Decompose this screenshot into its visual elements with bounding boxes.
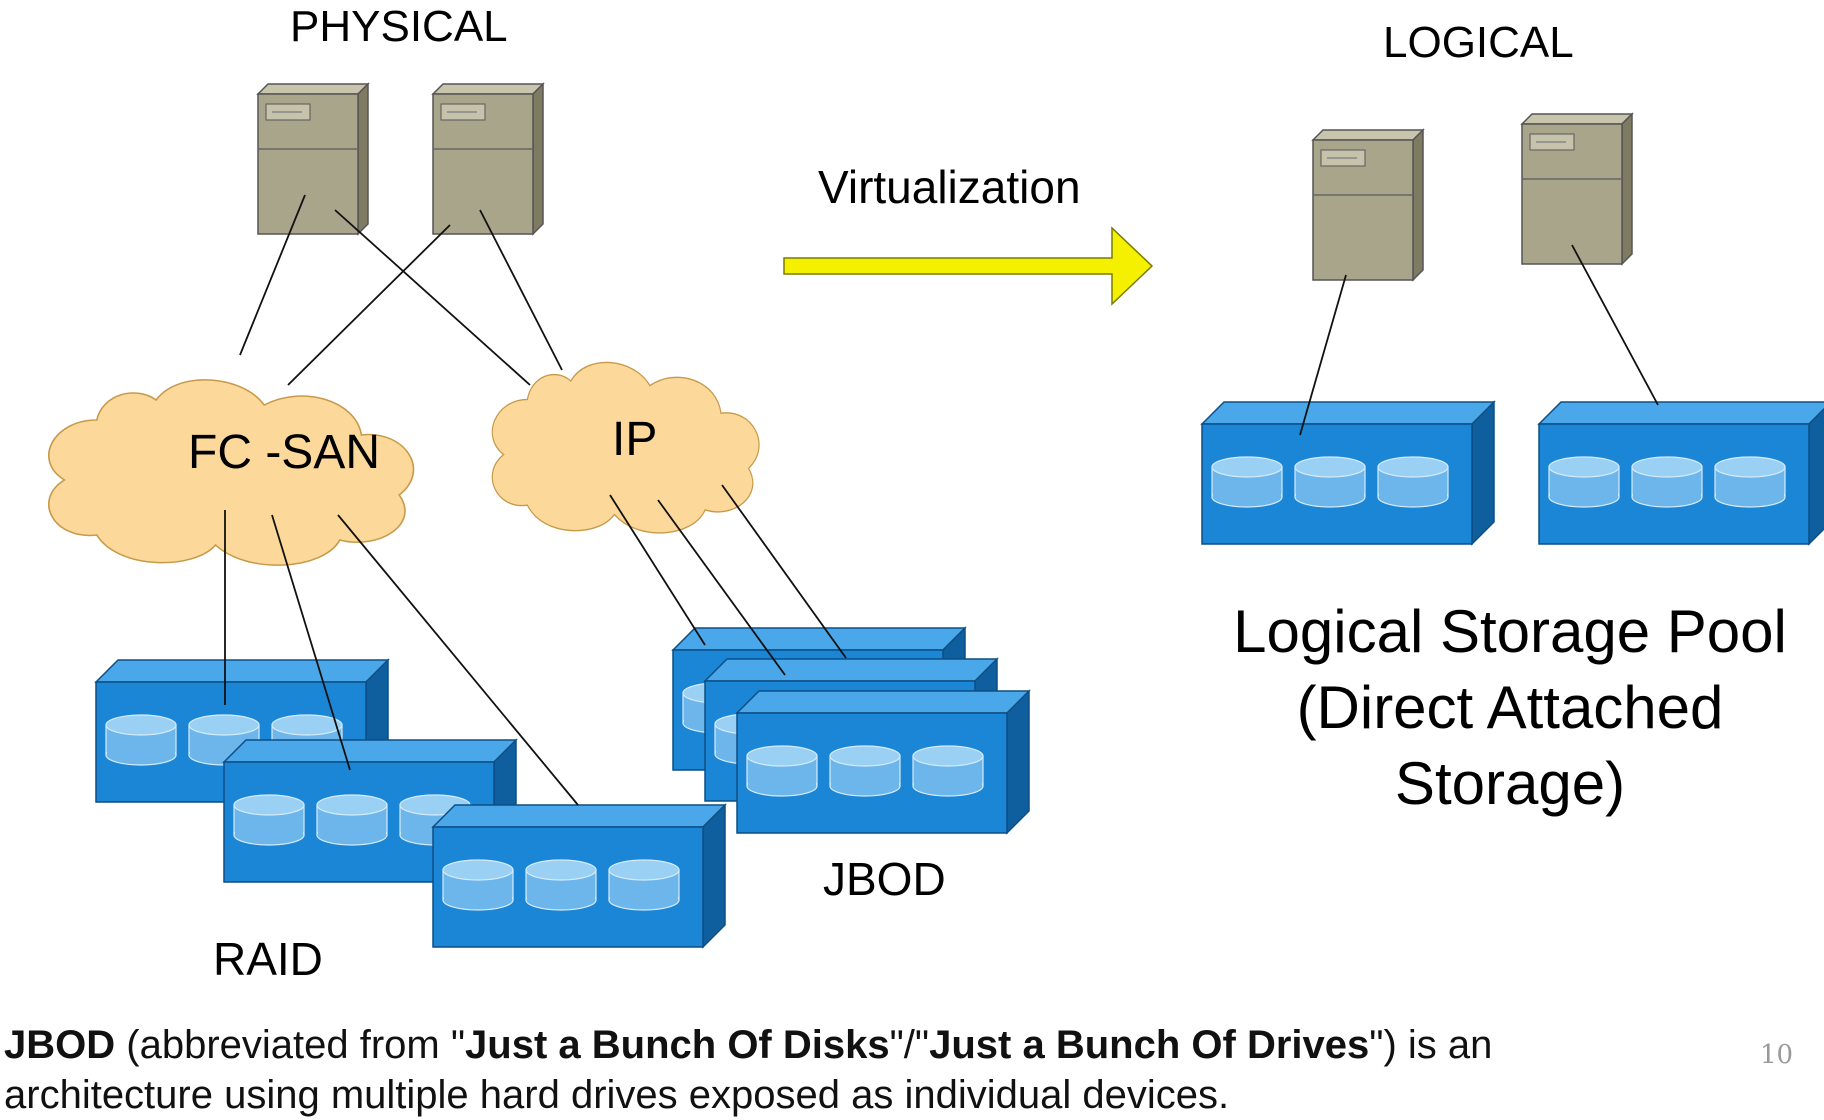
footer-text-3: ") is an architecture using multiple har… bbox=[4, 1023, 1493, 1117]
server-icon bbox=[432, 83, 544, 235]
jbod-storage-3 bbox=[737, 691, 1029, 833]
jbod-definition: JBOD (abbreviated from "Just a Bunch Of … bbox=[4, 1020, 1704, 1120]
fc-san-label: FC -SAN bbox=[188, 426, 380, 479]
logical-heading: LOGICAL bbox=[1383, 18, 1574, 67]
virtualization-arrow bbox=[783, 226, 1154, 306]
logical-connections bbox=[1299, 244, 1659, 436]
pool-label-line3: Storage) bbox=[1394, 750, 1626, 817]
raid-label: RAID bbox=[213, 933, 323, 985]
footer-text-2: "/" bbox=[889, 1023, 930, 1067]
server-icon bbox=[1521, 113, 1633, 265]
logical-storage-1 bbox=[1202, 402, 1494, 544]
page-number: 10 bbox=[1760, 1040, 1794, 1070]
footer-text-1: (abbreviated from " bbox=[115, 1023, 466, 1067]
physical-heading: PHYSICAL bbox=[290, 2, 508, 51]
raid-storage-3 bbox=[433, 805, 725, 947]
pool-label-line2: (Direct Attached bbox=[1296, 674, 1724, 741]
logical-storage-pool-label: Logical Storage Pool (Direct Attached St… bbox=[1170, 594, 1824, 822]
footer-drives-term: Just a Bunch Of Drives bbox=[929, 1023, 1370, 1067]
logical-storage-2 bbox=[1539, 402, 1824, 544]
storage-connections bbox=[224, 484, 847, 806]
ip-label: IP bbox=[612, 413, 658, 466]
jbod-label: JBOD bbox=[823, 853, 946, 905]
virtualization-label: Virtualization bbox=[818, 161, 1081, 213]
server-connections bbox=[239, 194, 563, 386]
server-icon bbox=[1312, 129, 1424, 281]
server-icon bbox=[257, 83, 369, 235]
pool-label-line1: Logical Storage Pool bbox=[1233, 598, 1787, 665]
footer-jbod-term: JBOD bbox=[4, 1023, 116, 1067]
footer-disks-term: Just a Bunch Of Disks bbox=[465, 1023, 890, 1067]
